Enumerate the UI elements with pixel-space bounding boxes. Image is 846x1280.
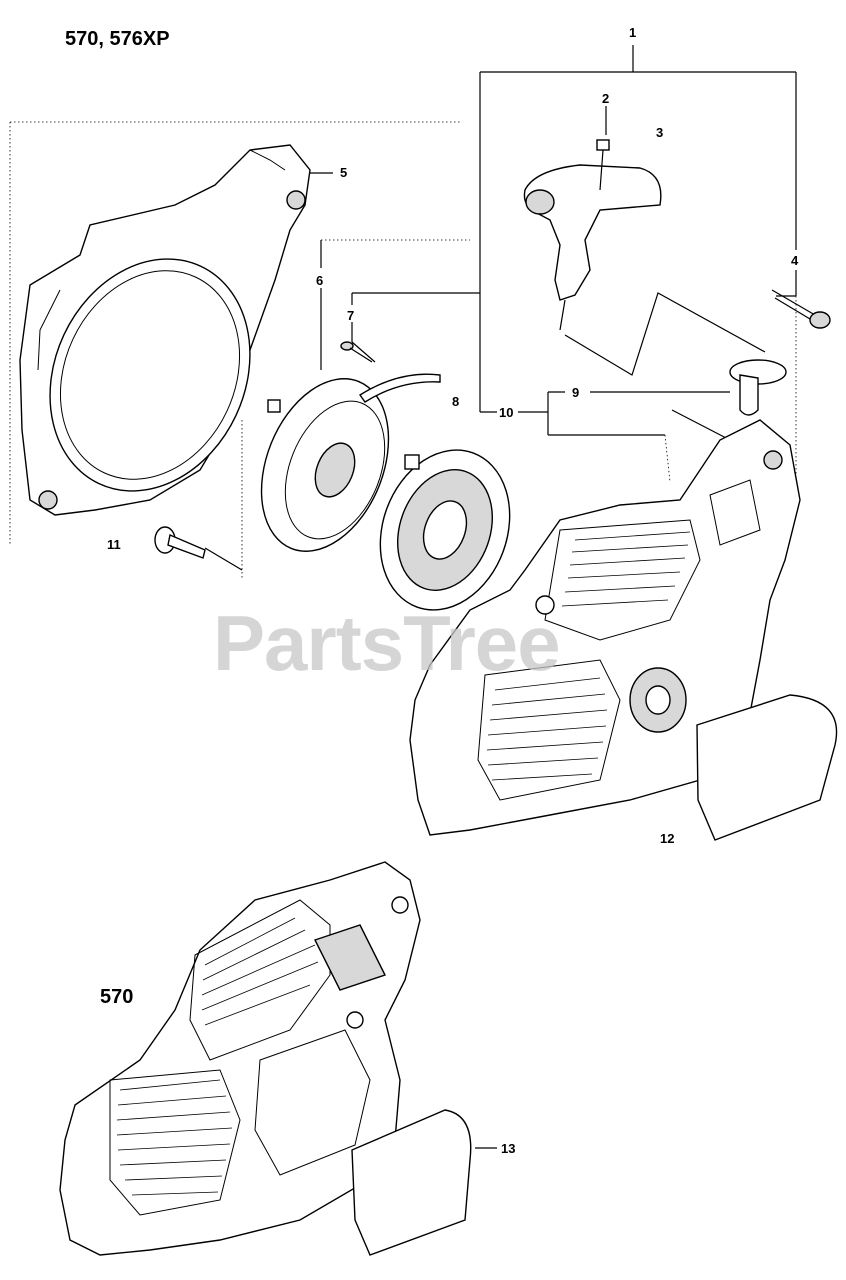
part-7-screw xyxy=(340,341,373,363)
model-heading: 570, 576XP xyxy=(65,28,170,50)
callout-4: 4 xyxy=(791,253,799,268)
callout-13: 13 xyxy=(501,1141,516,1156)
vent-hatching xyxy=(116,531,691,1196)
callout-10: 10 xyxy=(499,405,514,420)
part-11-bolt xyxy=(154,526,206,559)
callout-11: 11 xyxy=(107,537,121,552)
callout-8: 8 xyxy=(452,394,460,409)
callout-1: 1 xyxy=(629,25,637,40)
callout-6: 6 xyxy=(316,273,324,288)
callout-12: 12 xyxy=(660,831,675,846)
variant-label: 570 xyxy=(100,986,134,1008)
part-12-cylinder-cover xyxy=(409,419,838,841)
part-10-spring-cassette xyxy=(379,449,511,611)
part-5-starter-cover xyxy=(19,144,311,516)
part-570-cover xyxy=(59,861,472,1256)
callout-5: 5 xyxy=(340,165,348,180)
part-8-spring xyxy=(358,373,441,403)
callout-9: 9 xyxy=(572,385,580,400)
part-3-starter-handle xyxy=(523,139,662,331)
callout-2: 2 xyxy=(602,91,610,106)
watermark-text: PartsTree xyxy=(213,599,561,687)
callout-7: 7 xyxy=(347,308,355,323)
part-9-grommet xyxy=(729,359,787,416)
leader-lines xyxy=(9,45,797,1149)
part-6-pulley xyxy=(260,378,390,552)
part-4-screw xyxy=(771,289,831,329)
callout-3: 3 xyxy=(656,125,664,140)
